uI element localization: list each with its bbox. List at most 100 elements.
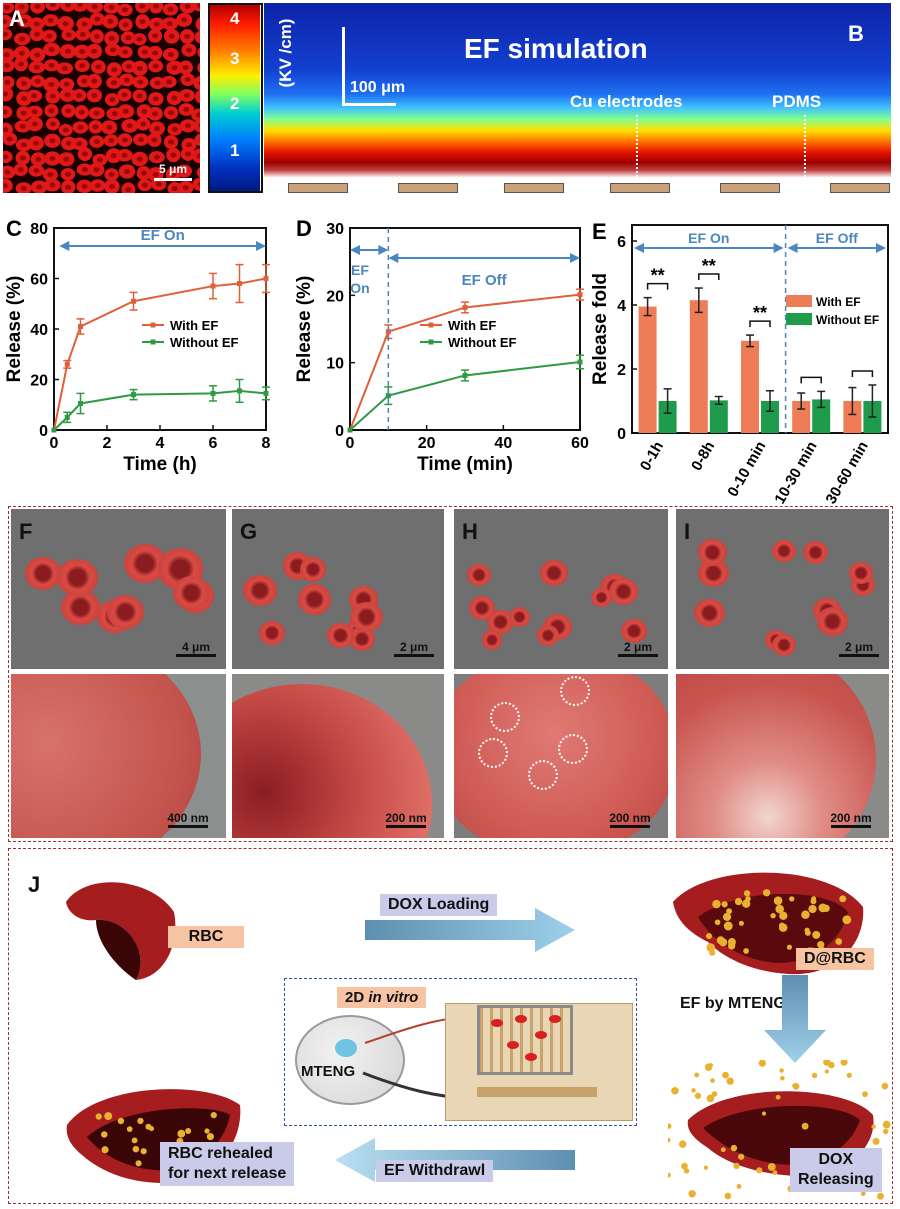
bar [792,401,811,433]
data-point [263,390,269,396]
dox-particle [185,1127,192,1134]
rbc-cell-center [17,167,24,173]
rbc-cell-center [122,7,129,13]
rbc-cell-center [184,34,191,40]
colorbar-gradient [210,5,260,191]
rbc-cell-center [20,142,27,148]
dox-particle [738,1153,745,1160]
rbc-cell-center [65,32,72,38]
dox-particle [882,1120,891,1129]
rbc-cell-center [61,65,68,71]
plot-frame [53,227,267,431]
rbc-cell-center [49,3,56,7]
pore-marker-5 [528,760,558,790]
ef-on-label-1: EF [351,262,369,278]
sem-cell [57,558,98,596]
rbc-cell-center [3,18,8,24]
rbc-cell-center [91,93,98,99]
rbc-cell [71,3,89,12]
y-tick-label: 30 [326,221,344,238]
dox-particle [706,943,716,952]
sem-cell [816,607,848,636]
rbc-cell-center [49,138,56,144]
rbc-cell-center [121,92,128,98]
rbc-cell-center [95,64,102,70]
rbc-cell-center [152,96,159,102]
rbc-cell-center [33,64,40,70]
rbc-cell-center [185,151,192,157]
ef-off-label: EF Off [462,272,508,289]
ef-off-arrow-head-right [570,253,580,263]
rbc-cell-center [65,184,72,190]
sem-cell [848,561,873,584]
panel-i-cell-surface [676,674,876,838]
rbc-cell-center [106,124,113,130]
dox-particle [786,944,792,950]
rbc-cell-center [49,93,56,99]
dox-particle [860,1191,866,1196]
panel-b-title: EF simulation [464,33,648,64]
panel-h-scale-bottom: 200 nm [600,811,660,830]
label-rbc: RBC [168,926,244,948]
rbc-cell-center [34,3,41,9]
rbc-cell-center [49,156,56,162]
dox-particle [210,1111,217,1119]
y-tick-label: 20 [326,288,344,305]
data-point [131,392,136,398]
data-point [347,427,353,433]
rbc-cell-center [81,21,88,27]
dox-particle [770,913,776,919]
dox-particle [710,1078,715,1083]
rbc-cell-center [198,80,200,86]
plot-frame [349,227,581,431]
rbc-cell-center [198,123,200,128]
sem-cell [300,557,327,582]
series-line [53,389,267,431]
dox-particle [779,911,788,920]
y-axis-label: Release (%) [294,276,315,383]
ef-off-arrow-head-right [876,243,886,253]
x-tick-label: 8 [262,435,271,452]
panel-b-scale-bar-vertical [342,27,345,105]
dox-particle [789,896,795,902]
rbc-cell-center [77,3,84,7]
rbc-cell [192,148,200,164]
label-dox-loading: DOX Loading [380,894,498,916]
dox-particle [808,904,817,914]
dox-particle [801,910,810,920]
rbc-illustration [66,882,176,980]
sem-cell [350,601,384,633]
chart-letter: C [6,216,22,241]
panel-f-top: F 4 μm [11,509,226,669]
dox-particle [817,941,825,949]
data-point [263,276,269,281]
rbc-cell-center [139,3,146,9]
category-label: 0-1h [637,439,667,474]
dox-particle [882,1128,889,1135]
rbc-cell-center [4,79,11,85]
rbc-cell-center [152,63,159,69]
rbc-cell-center [65,108,72,114]
dox-particle [104,1112,113,1121]
rbc-cell-center [141,182,148,188]
category-label: 10-30 min [771,439,820,506]
rbc-cell-center [79,49,86,55]
bar [709,400,728,433]
panel-h-letter: H [462,519,478,544]
dox-particle [721,901,728,908]
rbc-cell-center [108,4,115,10]
data-point [210,283,216,289]
rbc-cell-center [33,31,40,37]
panel-f-scale-top: 4 μm [176,640,216,659]
legend-marker [150,322,156,328]
rbc-cell-center [111,67,118,73]
dox-particle [688,1190,696,1198]
dox-particle [839,895,847,903]
label-mteng: MTENG [301,1063,356,1080]
rbc-cell [193,75,200,91]
y-axis-label: Release (%) [4,276,25,383]
significance-bracket [851,370,874,377]
rbc-cell-center [34,78,41,84]
chart-letter: D [296,216,312,241]
